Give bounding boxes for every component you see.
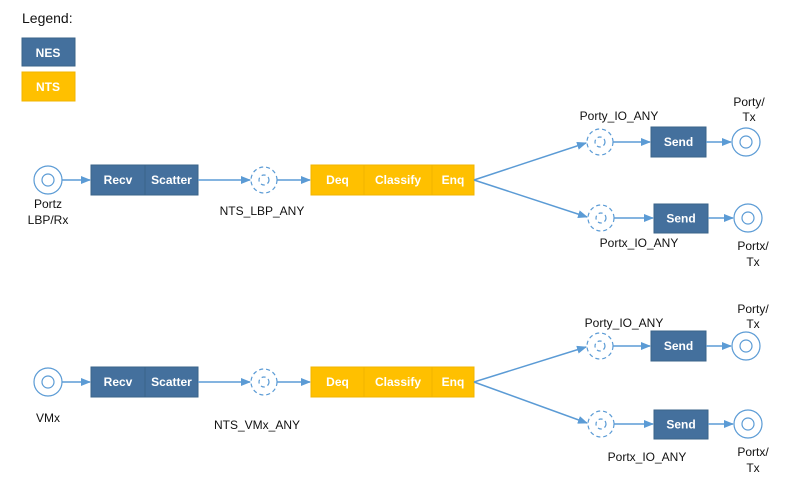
enq-stage: Enq [431, 164, 475, 196]
recv-stage: Recv [90, 366, 146, 398]
deq-stage: Deq [310, 366, 365, 398]
down-queue-icon [587, 204, 615, 232]
classify-stage: Classify [363, 164, 433, 196]
down-send-stage: Send [653, 203, 709, 234]
source-port-icon [33, 367, 63, 397]
nts-queue-label: NTS_VMx_ANY [214, 418, 300, 432]
down-queue-label: Portx_IO_ANY [608, 450, 687, 464]
up-send-stage-label: Send [664, 339, 693, 353]
deq-stage-label: Deq [326, 173, 349, 187]
up-port-label-2: Tx [746, 317, 759, 331]
up-send-stage-label: Send [664, 135, 693, 149]
up-queue-label: Porty_IO_ANY [585, 316, 664, 330]
deq-stage-label: Deq [326, 375, 349, 389]
up-send-stage: Send [650, 330, 707, 362]
down-queue-label: Portx_IO_ANY [600, 236, 679, 250]
down-send-stage: Send [653, 409, 709, 440]
flow-arrow [473, 345, 587, 383]
up-port-label: Porty/ [733, 95, 765, 109]
up-port-icon [731, 127, 761, 157]
down-port-icon [733, 203, 763, 233]
nts-queue-icon [250, 368, 278, 396]
down-port-label-2: Tx [746, 255, 759, 269]
down-send-stage-label: Send [666, 212, 695, 226]
legend-title: Legend: [22, 10, 73, 26]
enq-stage-label: Enq [442, 173, 465, 187]
up-port-icon [731, 331, 761, 361]
down-port-label: Portx/ [737, 239, 769, 253]
down-queue-icon [587, 410, 615, 438]
scatter-stage-label: Scatter [151, 173, 192, 187]
up-send-stage: Send [650, 126, 707, 158]
nts-queue-label: NTS_LBP_ANY [220, 204, 305, 218]
up-queue-icon [586, 332, 614, 360]
recv-stage-label: Recv [104, 375, 133, 389]
scatter-stage: Scatter [144, 366, 199, 398]
nts-queue-icon [250, 166, 278, 194]
source-port-label: VMx [36, 411, 60, 425]
classify-stage: Classify [363, 366, 433, 398]
down-port-icon [733, 409, 763, 439]
down-send-stage-label: Send [666, 418, 695, 432]
recv-stage-label: Recv [104, 173, 133, 187]
flow-arrow [473, 179, 588, 219]
up-queue-label: Porty_IO_ANY [580, 109, 659, 123]
down-port-label: Portx/ [737, 445, 769, 459]
classify-stage-label: Classify [375, 173, 421, 187]
scatter-stage: Scatter [144, 164, 199, 196]
down-port-label-2: Tx [746, 461, 759, 475]
source-port-icon [33, 165, 63, 195]
deq-stage: Deq [310, 164, 365, 196]
source-port-label: Portz [34, 197, 62, 211]
recv-stage: Recv [90, 164, 146, 196]
up-queue-icon [586, 128, 614, 156]
legend-nes: NES [21, 37, 76, 67]
legend-nts-label: NTS [36, 80, 60, 94]
legend-nes-label: NES [36, 46, 61, 60]
enq-stage: Enq [431, 366, 475, 398]
scatter-stage-label: Scatter [151, 375, 192, 389]
source-port-label-2: LBP/Rx [28, 213, 69, 227]
enq-stage-label: Enq [442, 375, 465, 389]
flow-arrow [473, 381, 588, 424]
up-port-label-2: Tx [742, 110, 755, 124]
up-port-label: Porty/ [737, 302, 769, 316]
legend-nts: NTS [21, 71, 76, 102]
flow-arrow [473, 142, 587, 181]
classify-stage-label: Classify [375, 375, 421, 389]
